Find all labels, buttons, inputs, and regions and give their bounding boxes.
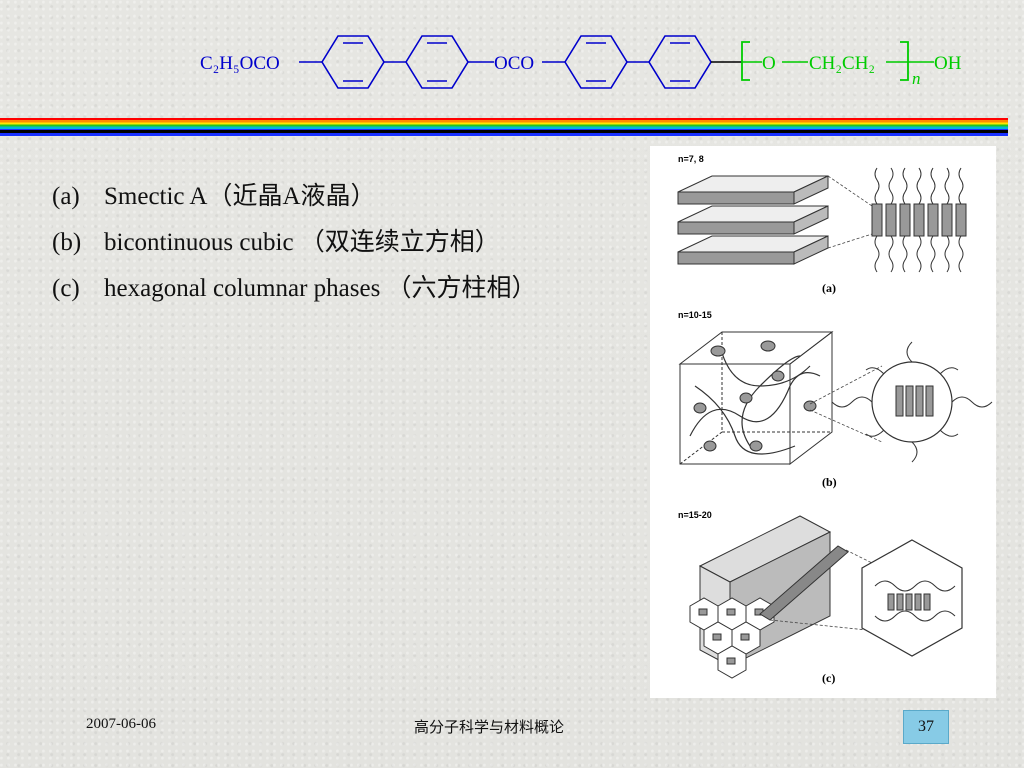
benzene-ring-1 <box>321 35 385 89</box>
lamellar-stack <box>677 175 829 265</box>
panel-b-label: n=10-15 <box>678 310 712 320</box>
phase-structure-figure: n=7, 8 <box>650 146 996 698</box>
list-marker: (c) <box>52 275 80 302</box>
formula-repeat-o: O <box>762 53 776 74</box>
formula-middle-group: OCO <box>494 53 534 74</box>
phase-list: (a) Smectic A（近晶A液晶） (b) bicontinuous cu… <box>52 176 572 314</box>
smectic-molecules <box>871 203 967 237</box>
panel-c-label: n=15-20 <box>678 510 712 520</box>
panel-b-caption: (b) <box>822 475 837 489</box>
list-item: (c) hexagonal columnar phases （六方柱相） <box>52 268 572 310</box>
rainbow-divider <box>0 118 1008 136</box>
list-marker: (b) <box>52 229 82 256</box>
list-text: bicontinuous cubic （双连续立方相） <box>104 229 500 256</box>
formula-left-group: C₂H₅OCO <box>200 53 280 74</box>
formula-repeat-group: CH₂CH₂ <box>809 53 875 74</box>
formula-repeat-n: n <box>912 69 921 88</box>
list-item: (a) Smectic A（近晶A液晶） <box>52 176 572 218</box>
list-text: Smectic A（近晶A液晶） <box>104 183 376 210</box>
panel-a-label: n=7, 8 <box>678 154 704 164</box>
benzene-ring-3 <box>564 35 628 89</box>
list-marker: (a) <box>52 183 80 210</box>
list-text: hexagonal columnar phases （六方柱相） <box>104 275 537 302</box>
page-number: 37 <box>903 710 949 744</box>
cubic-box <box>678 330 834 466</box>
hexagonal-columns <box>689 515 849 679</box>
footer-title: 高分子科学与材料概论 <box>414 718 565 736</box>
formula-end-group: OH <box>934 53 962 74</box>
panel-c-caption: (c) <box>822 671 835 685</box>
benzene-ring-4 <box>648 35 712 89</box>
repeat-bracket <box>741 41 909 81</box>
list-item: (b) bicontinuous cubic （双连续立方相） <box>52 222 572 264</box>
panel-a-caption: (a) <box>822 281 836 295</box>
benzene-ring-2 <box>405 35 469 89</box>
chemical-formula: C₂H₅OCO OCO <box>200 35 962 89</box>
footer-date: 2007-06-06 <box>86 716 156 732</box>
bicontinuous-network <box>689 345 821 455</box>
divider-line <box>0 130 1008 133</box>
